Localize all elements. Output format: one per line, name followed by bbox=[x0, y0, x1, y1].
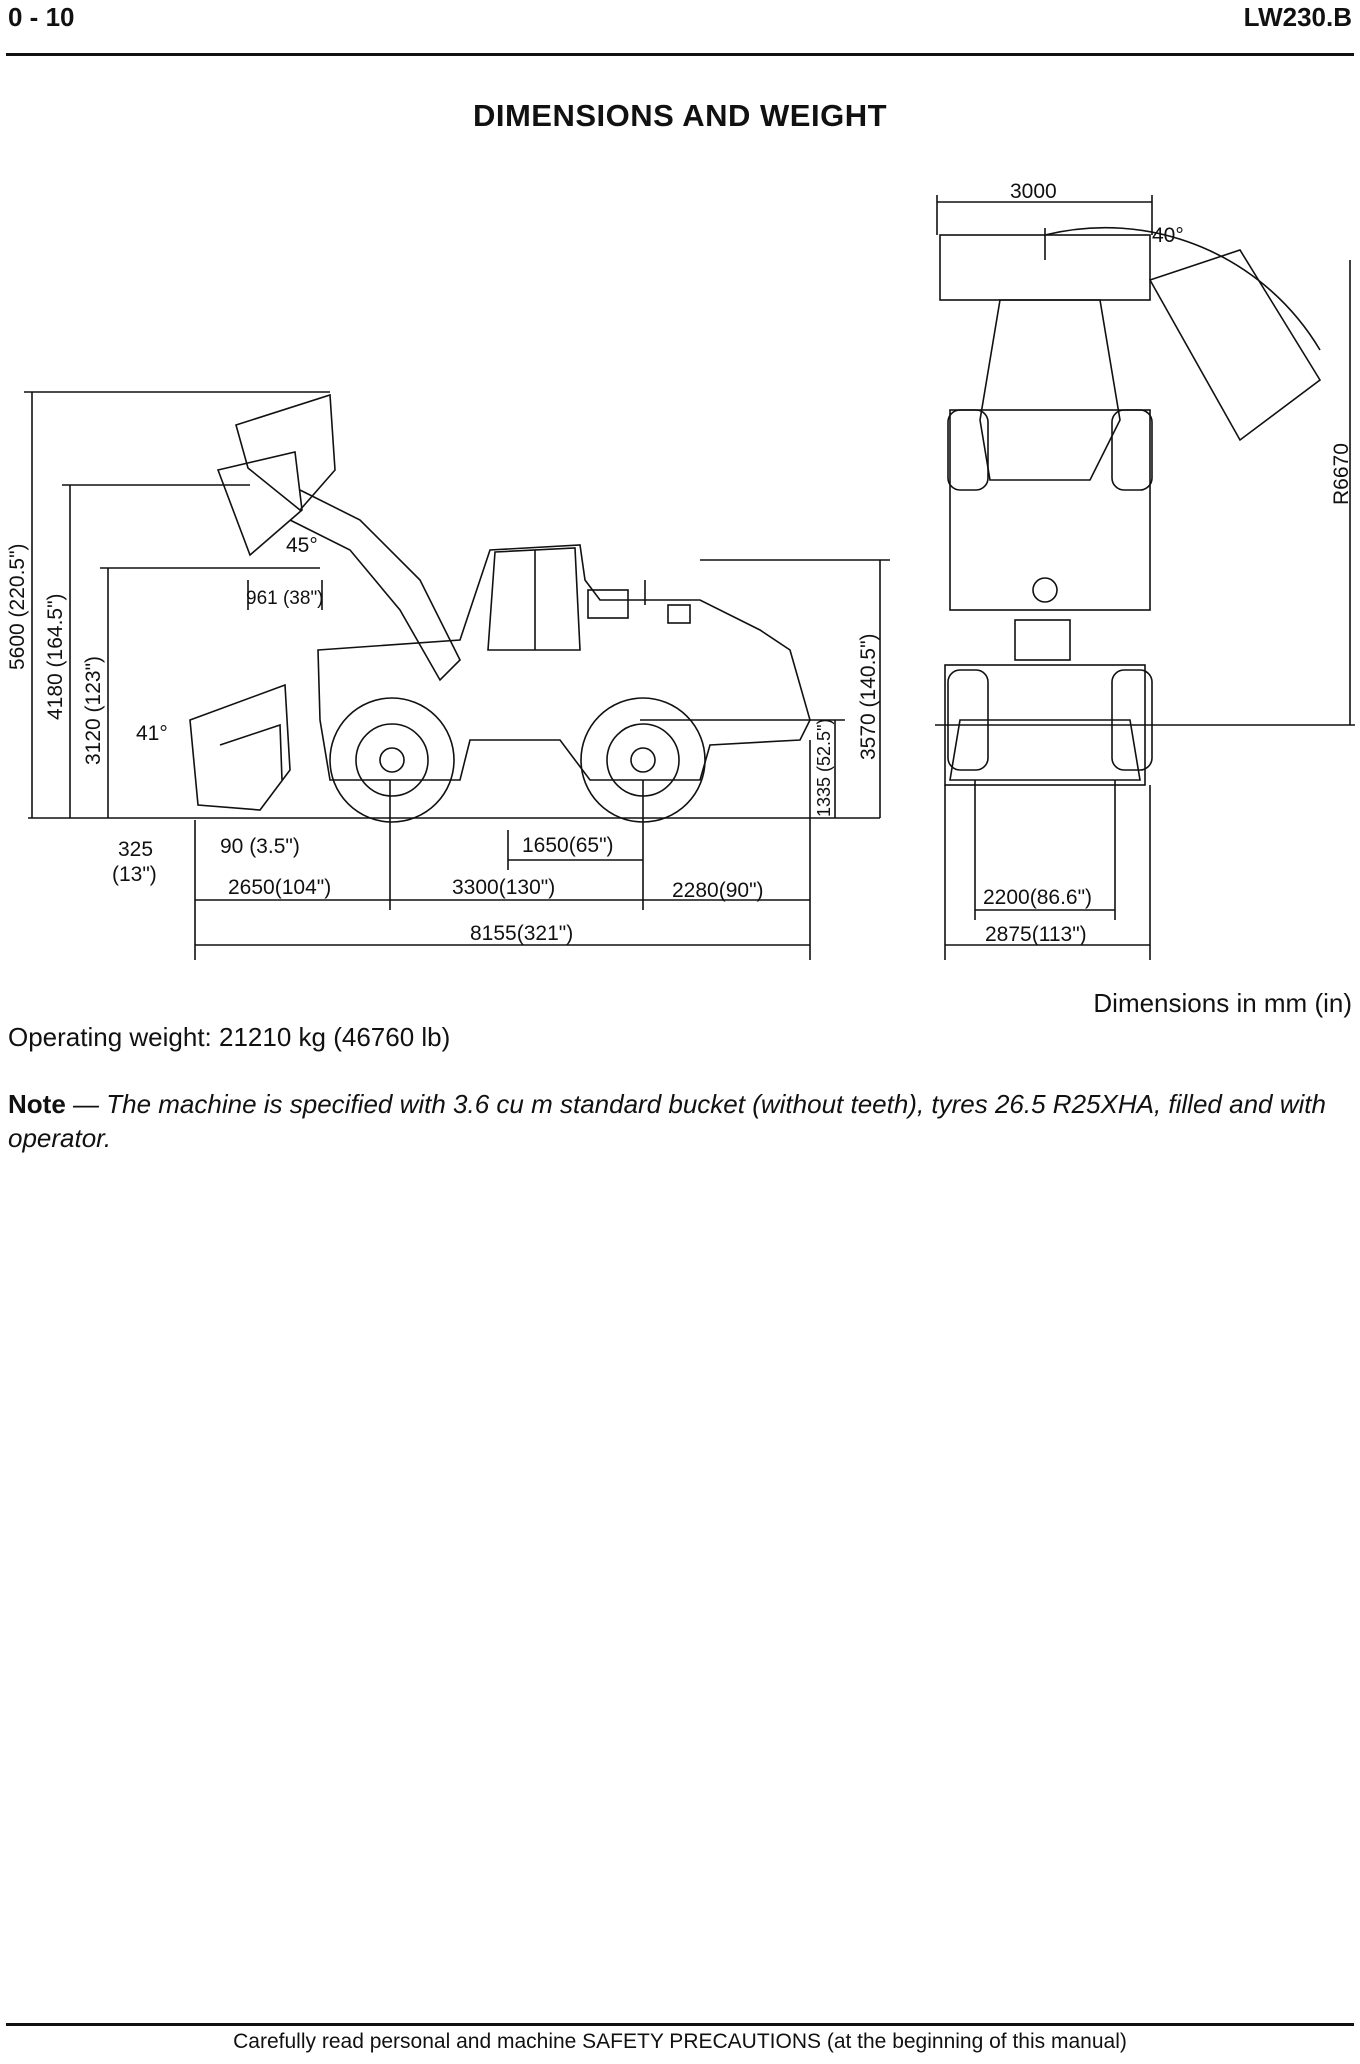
dim-dump-angle: 45° bbox=[286, 534, 318, 557]
dim-center-to-rear: 1650(65") bbox=[522, 834, 614, 857]
dim-axle-height: 1335 (52.5") bbox=[814, 719, 834, 817]
dim-rear-overhang: 2280(90") bbox=[672, 879, 764, 902]
dim-cab-height: 3570 (140.5") bbox=[857, 633, 880, 760]
dim-overall-width: 2875(113") bbox=[985, 923, 1087, 946]
operating-weight: Operating weight: 21210 kg (46760 lb) bbox=[8, 1022, 451, 1052]
dimension-drawing: 5600 (220.5") 4180 (164.5") 3120 (123") … bbox=[6, 180, 1355, 960]
dim-turning-radius: R6670 bbox=[1330, 443, 1353, 505]
dim-dump-reach: 961 (38") bbox=[246, 588, 324, 609]
dim-bucket-below: 90 (3.5") bbox=[220, 835, 300, 858]
dim-dig-depth: 325 bbox=[118, 838, 153, 861]
dim-dump-height: 3120 (123") bbox=[82, 656, 105, 765]
dim-track-width: 2200(86.6") bbox=[983, 886, 1092, 909]
dim-hinge-height: 4180 (164.5") bbox=[44, 593, 67, 720]
dim-bucket-width: 3000 bbox=[1010, 180, 1057, 203]
header-rule bbox=[6, 53, 1354, 56]
dim-dig-depth-in: (13") bbox=[112, 863, 157, 886]
dim-articulation-angle: 40° bbox=[1152, 224, 1184, 247]
dim-wheelbase: 3300(130") bbox=[452, 876, 555, 899]
page-number: 0 - 10 bbox=[8, 2, 75, 32]
note-text: — The machine is specified with 3.6 cu m… bbox=[8, 1089, 1326, 1153]
dim-overall-length: 8155(321") bbox=[470, 922, 573, 945]
note-paragraph: Note — The machine is specified with 3.6… bbox=[8, 1087, 1352, 1155]
dim-rollback-angle: 41° bbox=[136, 722, 168, 745]
note-label: Note bbox=[8, 1089, 66, 1119]
footer-safety-text: Carefully read personal and machine SAFE… bbox=[233, 2030, 1127, 2053]
units-note: Dimensions in mm (in) bbox=[1093, 988, 1352, 1018]
page-title: DIMENSIONS AND WEIGHT bbox=[472, 98, 888, 133]
model-code: LW230.B bbox=[1243, 2, 1352, 32]
dim-height-max: 5600 (220.5") bbox=[6, 543, 29, 670]
footer-rule bbox=[6, 2023, 1354, 2026]
dim-front-overhang: 2650(104") bbox=[228, 876, 331, 899]
